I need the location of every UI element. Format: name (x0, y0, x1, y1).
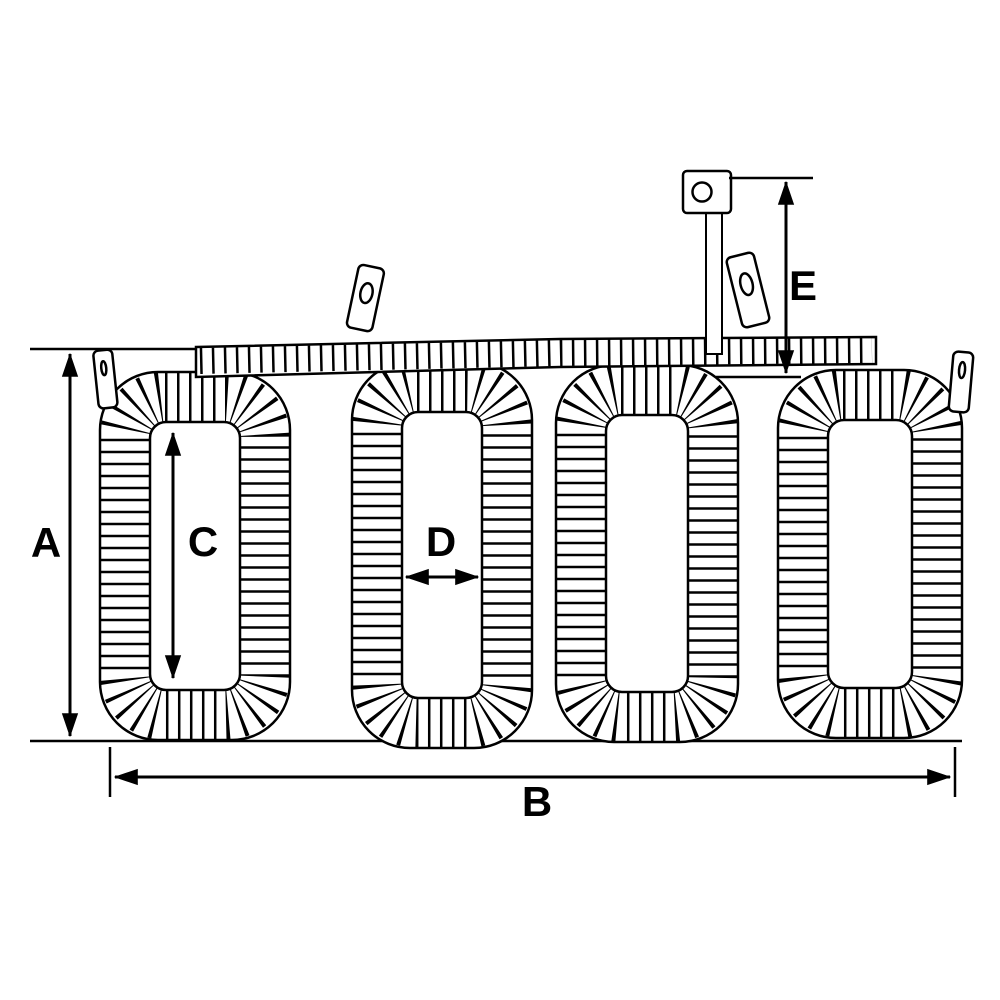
coil-3-winding-hatches (556, 365, 738, 742)
terminal-tab-1 (345, 263, 386, 333)
top-terminal (681, 169, 733, 355)
terminal-tab-2-hole (738, 272, 755, 297)
dimension-b: B (108, 747, 957, 825)
top-terminal-hole (691, 181, 713, 203)
coil-2-inner-edge (400, 410, 484, 700)
coil-4-inner-edge (826, 418, 914, 690)
coil-2-winding-hatches (352, 362, 532, 748)
dimension-a: A (31, 352, 79, 738)
coil-3 (554, 363, 740, 744)
coil-4 (776, 368, 964, 740)
left-edge-tab-body (92, 348, 119, 410)
left-edge-tab-slot (99, 359, 108, 377)
connector-bus-bar (194, 335, 878, 379)
dimension-e-label: E (789, 262, 817, 309)
right-edge-tab (947, 350, 975, 414)
dimension-d: D (404, 518, 480, 586)
coil-1-winding-hatches (100, 372, 290, 740)
coil-3-inner-edge (604, 413, 690, 694)
dimension-a-label: A (31, 519, 61, 566)
terminal-tab-1-hole (358, 282, 374, 305)
coil-2 (350, 360, 534, 750)
right-edge-tab-slot (957, 360, 967, 380)
dimension-c-label: C (188, 518, 218, 565)
bus-bar-winding-hatches (199, 337, 873, 374)
coil-4-winding-hatches (778, 370, 962, 738)
dimension-b-label: B (522, 778, 552, 825)
dimension-e: E (716, 176, 817, 379)
right-edge-tab-body (947, 350, 975, 414)
dimension-d-label: D (426, 518, 456, 565)
dimension-c: C (164, 431, 218, 680)
top-terminal-strip (705, 207, 723, 355)
left-edge-tab (92, 348, 119, 410)
terminal-tab-2 (725, 251, 771, 329)
